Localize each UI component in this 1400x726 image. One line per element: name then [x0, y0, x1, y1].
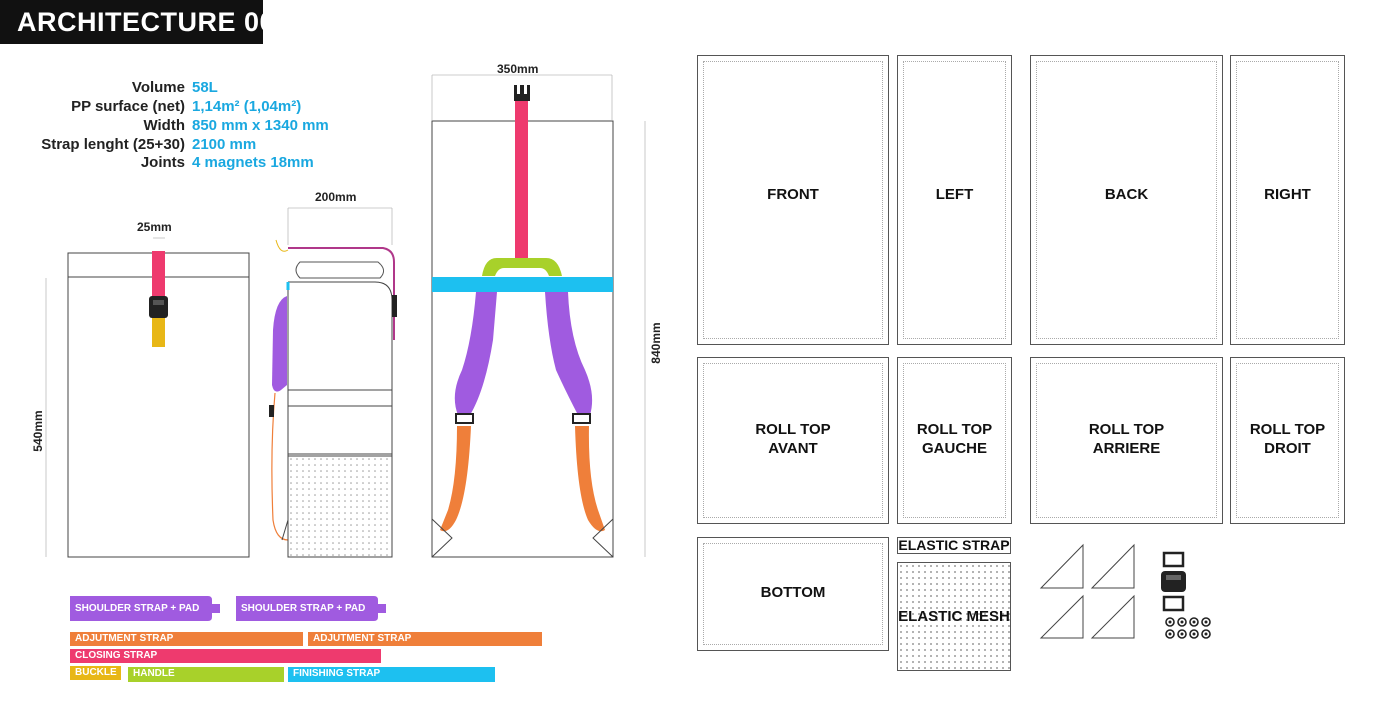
title-banner: ARCHITECTURE 00 [0, 0, 275, 44]
back-view [431, 74, 646, 558]
spec-width-value: 850 mm x 1340 mm [192, 117, 329, 134]
panel-roll-top-droit: ROLL TOP DROIT [1230, 357, 1345, 524]
legend-shoulder-pad-1: SHOULDER STRAP + PAD [70, 596, 202, 621]
dim-strap-width: 25mm [137, 220, 172, 234]
panel-roll-top-avant: ROLL TOP AVANT [697, 357, 889, 524]
panel-roll-top-gauche: ROLL TOP GAUCHE [897, 357, 1012, 524]
right-adjust-strap [575, 426, 605, 532]
panel-bottom: BOTTOM [697, 537, 889, 651]
panel-left: LEFT [897, 55, 1012, 345]
legend-handle: HANDLE [128, 667, 284, 682]
legend-adjust-2: ADJUTMENT STRAP [308, 632, 542, 646]
spec-surface-label: PP surface (net) [71, 98, 185, 115]
panel-elastic-mesh: ELASTIC MESH [897, 562, 1011, 671]
legend-closing: CLOSING STRAP [70, 649, 381, 663]
panel-front: FRONT [697, 55, 889, 345]
legend-buckle: BUCKLE [70, 666, 121, 680]
left-adjust-strap [440, 426, 471, 532]
finishing-strap [432, 277, 613, 292]
spec-volume-value: 58L [192, 79, 218, 96]
side-view [269, 207, 397, 558]
spec-joints-value: 4 magnets 18mm [192, 154, 314, 171]
hardware-parts [1161, 551, 1211, 639]
buckle-strap [152, 318, 165, 347]
triangle-gussets [1039, 543, 1135, 639]
back-closing-strap [515, 97, 528, 261]
panel-roll-top-arriere: ROLL TOP ARRIERE [1030, 357, 1223, 524]
panel-elastic-strap: ELASTIC STRAP [897, 537, 1011, 554]
spec-surface-value: 1,14m² (1,04m²) [192, 98, 302, 115]
spec-joints-label: Joints [140, 154, 185, 171]
spec-strap-value: 2100 mm [192, 136, 257, 153]
left-shoulder-pad [454, 292, 497, 415]
right-shoulder-pad [545, 292, 593, 415]
spec-width-label: Width [143, 117, 185, 134]
closing-strap [152, 251, 165, 298]
legend-finishing: FINISHING STRAP [288, 667, 495, 682]
back-buckle-icon [514, 85, 530, 101]
spec-strap-label: Strap lenght (25+30) [41, 136, 185, 153]
legend-shoulder-pad-2: SHOULDER STRAP + PAD [236, 596, 368, 621]
legend-adjust-1: ADJUTMENT STRAP [70, 632, 303, 646]
handle [482, 257, 562, 276]
panel-back: BACK [1030, 55, 1223, 345]
panel-right: RIGHT [1230, 55, 1345, 345]
side-mesh-pocket [287, 455, 393, 558]
dim-side-width: 200mm [315, 190, 357, 204]
buckle-icon [149, 296, 168, 318]
dim-back-width: 350mm [497, 62, 539, 76]
front-view [45, 237, 250, 558]
page-title: ARCHITECTURE 00 [17, 7, 276, 37]
spec-volume-label: Volume [131, 79, 185, 96]
